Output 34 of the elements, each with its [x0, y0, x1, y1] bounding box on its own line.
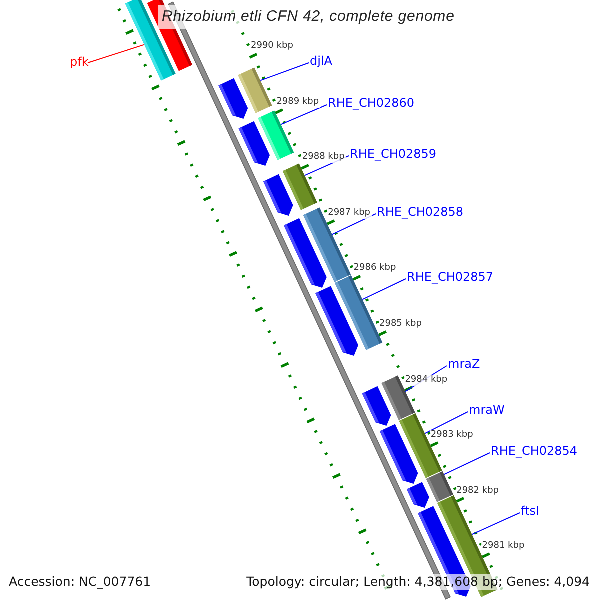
leader-line: [424, 412, 468, 434]
genome-info: Topology: circular; Length: 4,381,608 bp; Genes: 4,094: [244, 574, 592, 590]
tick-label: 2983 kbp: [430, 430, 474, 442]
gene-label: ftsI: [521, 504, 540, 518]
gene-bar: [238, 68, 272, 114]
tick-label: 2987 kbp: [327, 208, 372, 219]
tick-label: 2986 kbp: [352, 263, 398, 274]
gene-label: RHE_CH02854: [491, 444, 578, 458]
tick-label: 2989 kbp: [276, 96, 320, 108]
gene-label: djlA: [310, 54, 332, 68]
tick-label: 2982 kbp: [456, 486, 500, 497]
gene-label: RHE_CH02858: [377, 205, 464, 219]
gene-label: RHE_CH02857: [407, 270, 494, 284]
leader-line: [444, 452, 490, 476]
gene-label: mraW: [469, 403, 505, 417]
gene-label: mraZ: [448, 357, 480, 371]
leader-line: [362, 278, 406, 300]
leader-line: [280, 104, 328, 126]
leader-line: [332, 214, 376, 236]
tick-label: 2985 kbp: [378, 319, 423, 330]
tick-label: 2988 kbp: [301, 152, 346, 164]
tick-label: 2981 kbp: [481, 541, 526, 552]
leader-line: [88, 44, 145, 64]
gene-bar: [426, 472, 454, 502]
gene-bar: [282, 164, 318, 210]
accession-label: Accession: NC_007761: [9, 574, 152, 590]
gene-bar: [258, 110, 294, 160]
gene-label: pfk: [70, 55, 89, 69]
leader-line: [260, 62, 310, 82]
gene-label: RHE_CH02859: [350, 147, 437, 161]
leader-line: [472, 512, 520, 536]
tick-label: 2990 kbp: [250, 41, 294, 52]
gene-label: RHE_CH02860: [328, 96, 415, 110]
tick-label: 2984 kbp: [404, 374, 449, 386]
